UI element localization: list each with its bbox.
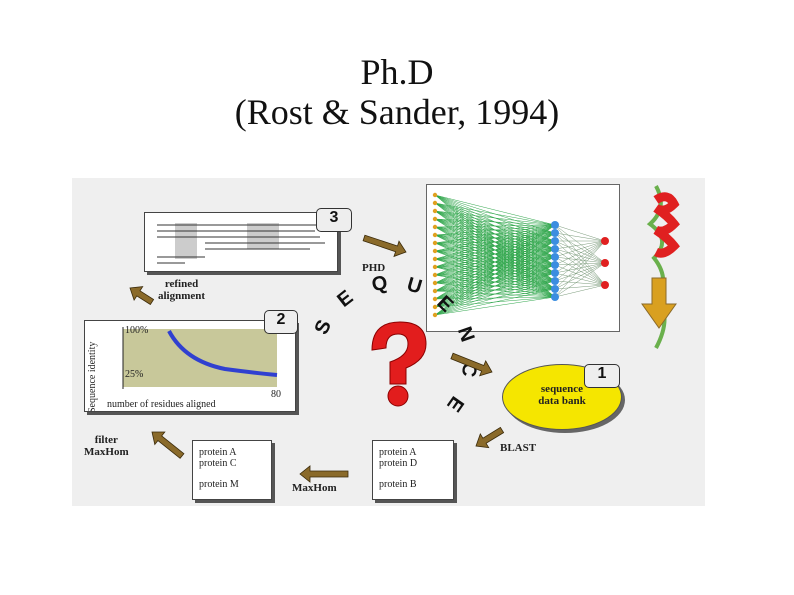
phd-label: PHD bbox=[362, 262, 386, 274]
protein-list-left-item: protein M bbox=[199, 479, 239, 490]
input-node bbox=[432, 216, 438, 222]
input-node bbox=[432, 256, 438, 262]
neural-network-panel bbox=[426, 184, 620, 332]
arrow-to-refined bbox=[129, 286, 155, 306]
hidden-node bbox=[551, 277, 559, 285]
blast-label: BLAST bbox=[500, 442, 537, 454]
hidden-node bbox=[551, 293, 559, 301]
input-node bbox=[432, 248, 438, 254]
output-node bbox=[601, 281, 609, 289]
data-bank-label: sequence data bank bbox=[538, 383, 586, 407]
step-1-badge: 1 bbox=[584, 364, 620, 388]
title-line-1: Ph.D bbox=[360, 52, 434, 92]
phd-workflow-diagram: 3 PHD refined alignment Sequence identit… bbox=[72, 178, 705, 506]
plot-y-bottom-tick: 25% bbox=[125, 369, 143, 380]
title-line-2: (Rost & Sander, 1994) bbox=[234, 92, 560, 132]
hidden-node bbox=[551, 237, 559, 245]
arrow-to-phd bbox=[362, 234, 407, 258]
plot-x-axis-label: number of residues aligned bbox=[107, 399, 216, 410]
plot-y-top-tick: 100% bbox=[125, 325, 148, 336]
input-node bbox=[432, 232, 438, 238]
sequence-question-graphic bbox=[371, 321, 427, 407]
input-node bbox=[432, 192, 438, 198]
arrow-to-data-bank bbox=[450, 352, 493, 377]
input-node bbox=[432, 264, 438, 270]
protein-list-left: protein A protein C protein M bbox=[192, 440, 272, 500]
input-node bbox=[432, 304, 438, 310]
prediction-output-card bbox=[144, 212, 338, 272]
refined-alignment-label: refined alignment bbox=[158, 278, 206, 302]
protein-list-left-item: protein A bbox=[199, 447, 237, 458]
input-node bbox=[432, 312, 438, 318]
hidden-node bbox=[551, 245, 559, 253]
output-lines-graphic bbox=[157, 223, 325, 264]
output-node bbox=[601, 237, 609, 245]
protein-list-right-item: protein A bbox=[379, 447, 417, 458]
hidden-node bbox=[551, 269, 559, 277]
hidden-node bbox=[551, 285, 559, 293]
input-node bbox=[432, 208, 438, 214]
input-node bbox=[432, 288, 438, 294]
input-node bbox=[432, 296, 438, 302]
neural-network-graphic bbox=[432, 192, 609, 318]
arrow-to-filter bbox=[151, 431, 185, 459]
filter-maxhom-label: filter MaxHom bbox=[84, 434, 129, 458]
hidden-node bbox=[551, 253, 559, 261]
input-node bbox=[432, 200, 438, 206]
protein-list-right-item: protein D bbox=[379, 458, 418, 469]
output-node bbox=[601, 259, 609, 267]
input-node bbox=[432, 280, 438, 286]
input-node bbox=[432, 224, 438, 230]
input-node bbox=[432, 240, 438, 246]
hidden-node bbox=[551, 221, 559, 229]
identity-threshold-plot-card: Sequence identity 100% 25% 80 number of … bbox=[84, 320, 296, 412]
protein-structure-graphic bbox=[641, 185, 680, 349]
input-node bbox=[432, 272, 438, 278]
plot-x-right-tick: 80 bbox=[271, 389, 281, 400]
identity-threshold-plot: Sequence identity 100% 25% 80 number of … bbox=[87, 325, 281, 411]
hidden-node bbox=[551, 229, 559, 237]
slide-title: Ph.D (Rost & Sander, 1994) bbox=[0, 52, 794, 132]
flow-arrows bbox=[129, 234, 505, 483]
step-3-badge: 3 bbox=[316, 208, 352, 232]
arrow-to-maxhom bbox=[299, 465, 349, 483]
protein-list-right: protein A protein D protein B bbox=[372, 440, 454, 500]
protein-list-left-item: protein C bbox=[199, 458, 237, 469]
hidden-node bbox=[551, 261, 559, 269]
maxhom-label: MaxHom bbox=[292, 482, 337, 494]
step-2-badge: 2 bbox=[264, 310, 298, 334]
plot-y-axis-label: Sequence identity bbox=[87, 342, 98, 411]
protein-list-right-item: protein B bbox=[379, 479, 417, 490]
arrow-to-blast-list bbox=[475, 426, 505, 449]
